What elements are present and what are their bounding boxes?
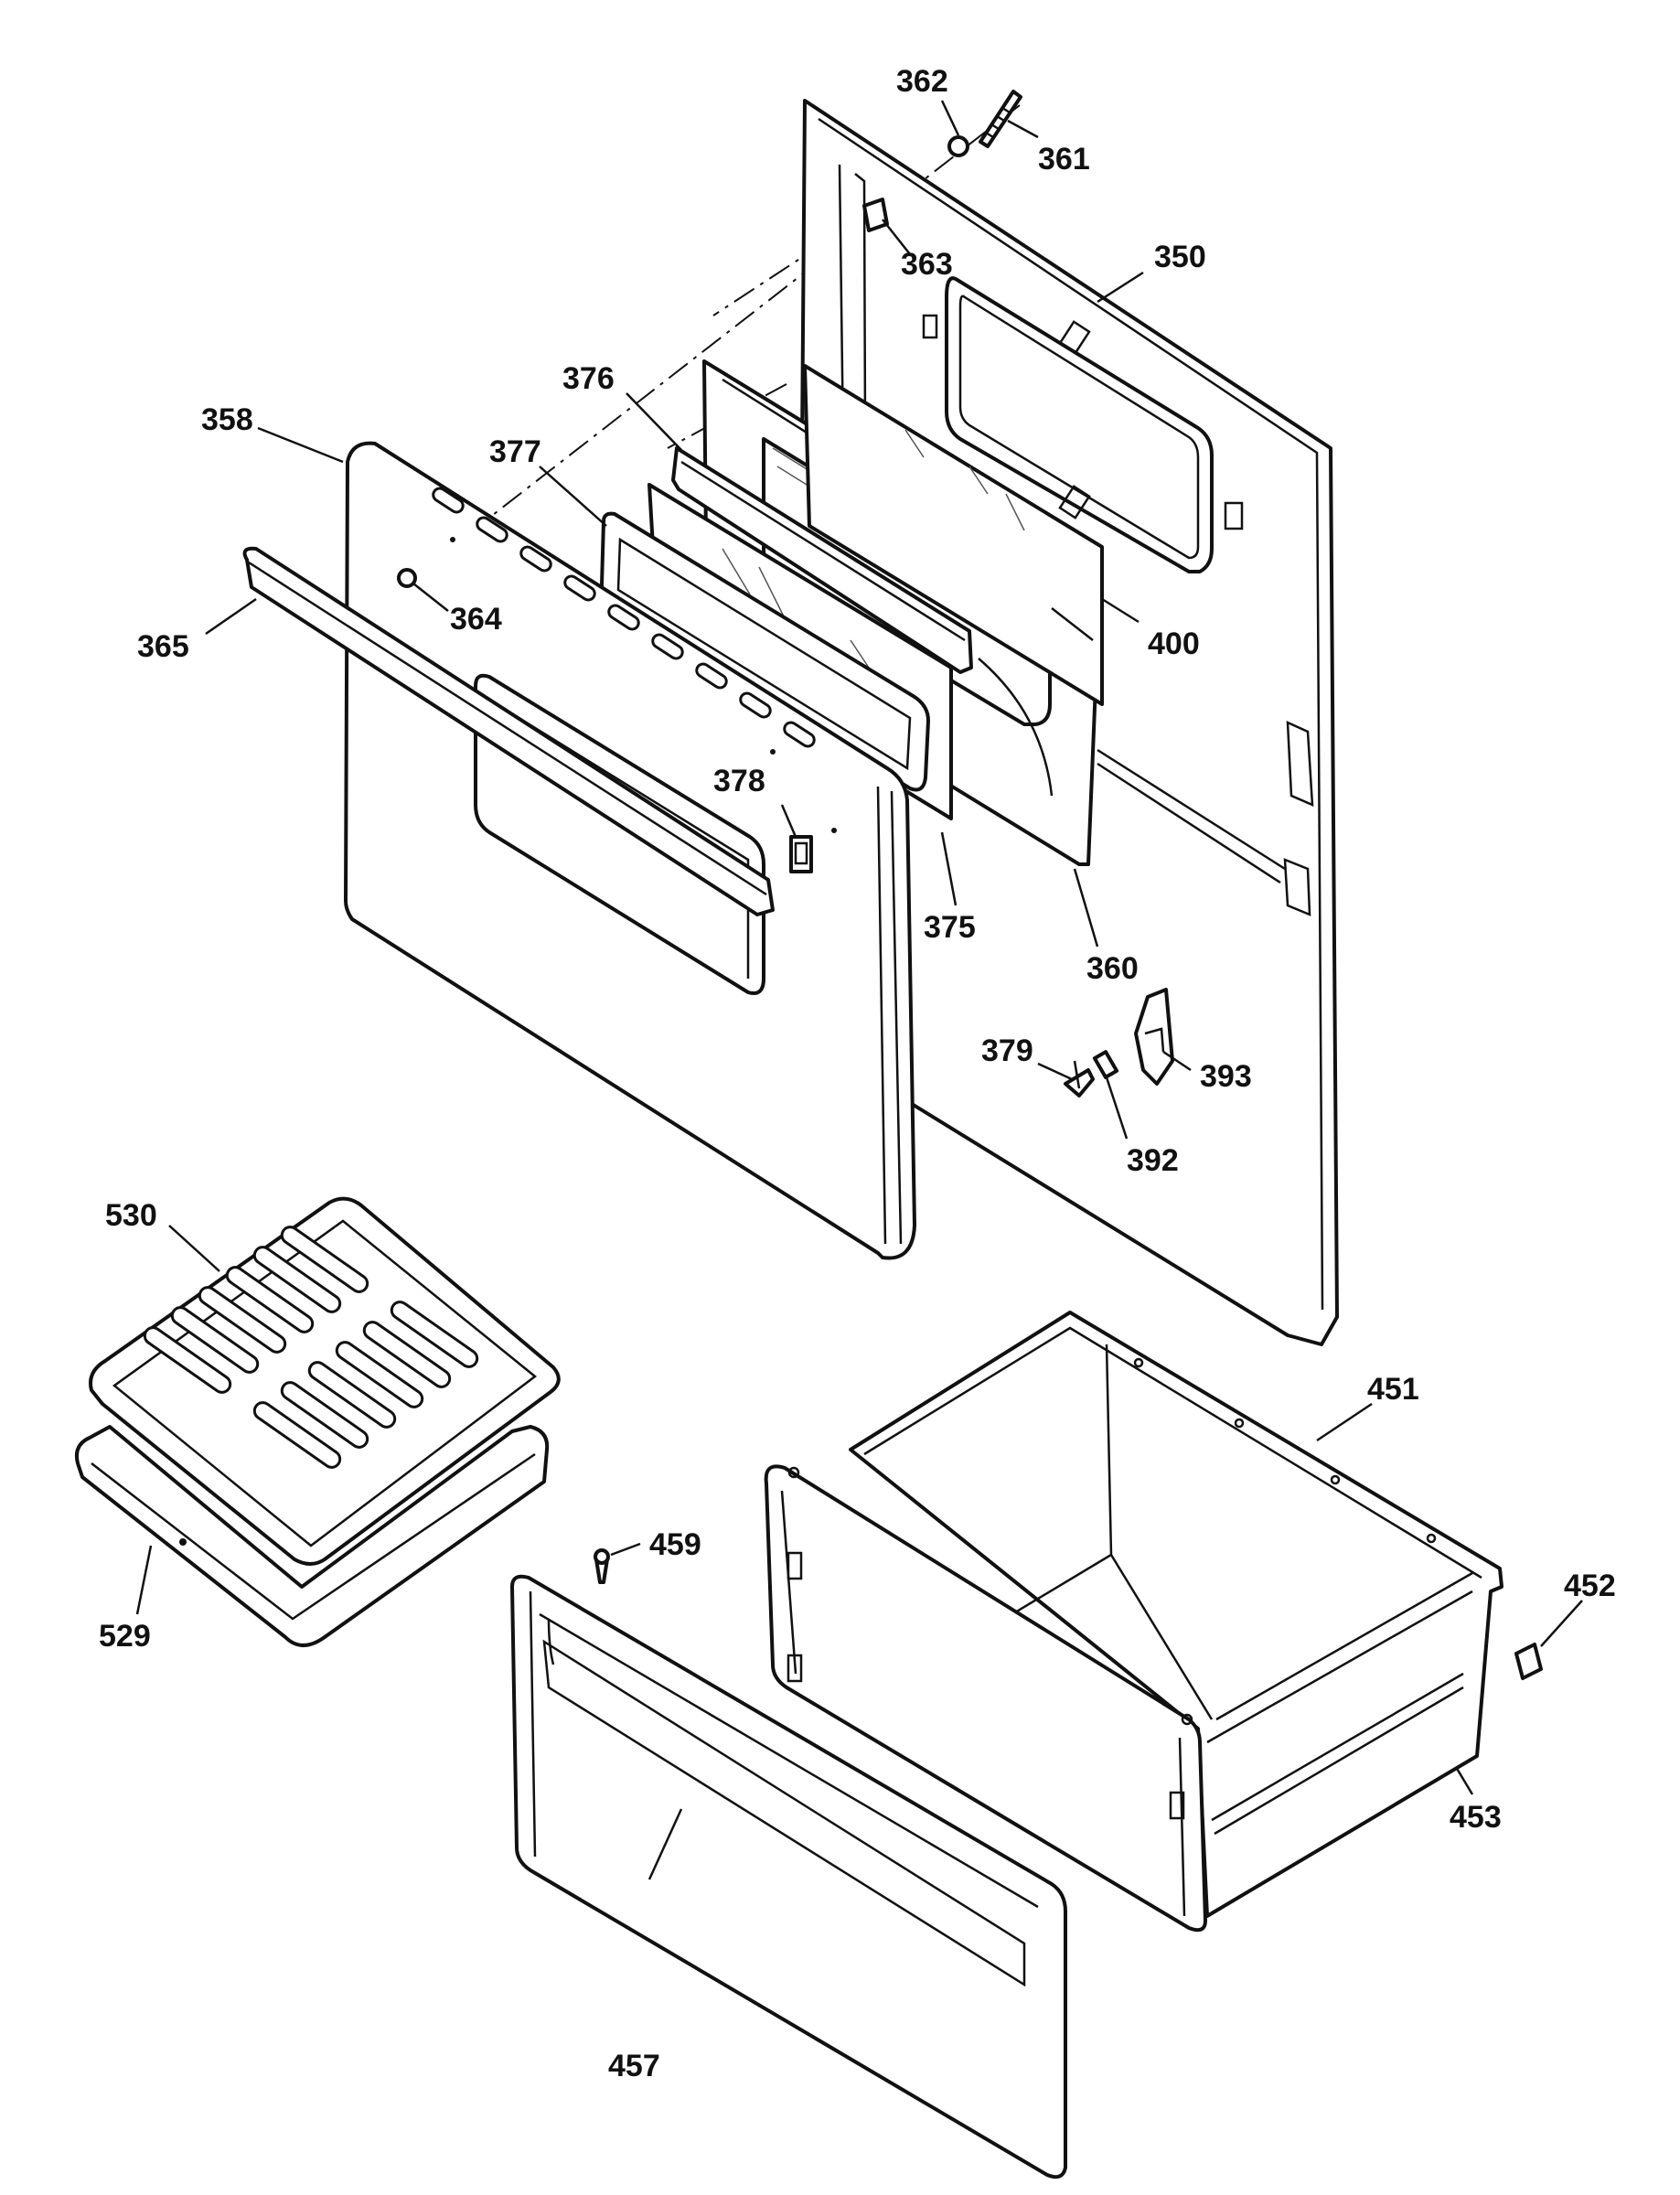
label-392: 392 — [1127, 1143, 1179, 1178]
label-459: 459 — [649, 1527, 701, 1562]
leader-lines — [135, 100, 1583, 1880]
drawer-front-panel-457 — [510, 1574, 1067, 2179]
label-379: 379 — [981, 1033, 1033, 1068]
label-376: 376 — [562, 361, 615, 396]
label-457: 457 — [608, 2049, 660, 2083]
label-365: 365 — [137, 629, 189, 664]
label-451: 451 — [1367, 1372, 1419, 1407]
label-364: 364 — [450, 602, 502, 637]
label-377: 377 — [489, 434, 541, 469]
label-350: 350 — [1154, 240, 1206, 274]
label-360: 360 — [1086, 951, 1139, 986]
hanger-bar-376 — [671, 446, 973, 674]
label-358: 358 — [201, 402, 253, 437]
label-453: 453 — [1450, 1800, 1502, 1835]
label-361: 361 — [1038, 142, 1090, 177]
drawer-inner-front — [764, 1464, 1207, 1933]
label-375: 375 — [924, 910, 976, 945]
door-glass-400 — [803, 364, 1104, 706]
grid-slots — [143, 1226, 479, 1469]
label-378: 378 — [713, 764, 765, 798]
broiler-grid-530 — [89, 1196, 561, 1566]
label-363: 363 — [901, 247, 953, 282]
label-529: 529 — [99, 1619, 151, 1654]
label-393: 393 — [1200, 1059, 1252, 1094]
label-400: 400 — [1148, 626, 1200, 661]
broiler-pan-529 — [74, 1425, 550, 1647]
label-362: 362 — [896, 64, 948, 99]
part-labels: 362 361 363 350 376 358 377 364 365 400 … — [99, 64, 1616, 2083]
label-530: 530 — [105, 1198, 157, 1233]
door-handle-365 — [242, 546, 775, 916]
label-452: 452 — [1564, 1569, 1616, 1603]
